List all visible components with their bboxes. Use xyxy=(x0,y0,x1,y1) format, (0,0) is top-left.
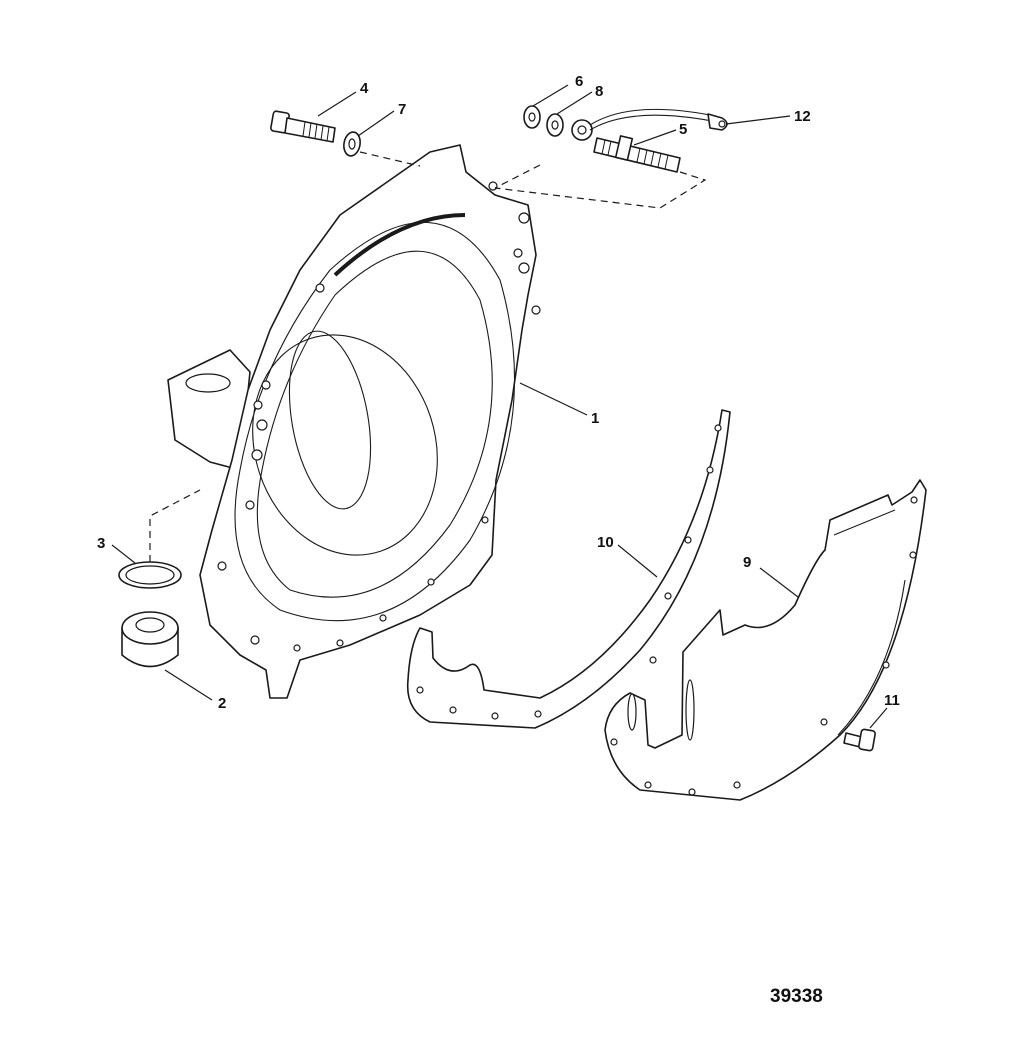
callout-1: 1 xyxy=(591,410,599,427)
washer xyxy=(343,131,361,157)
leader-lines xyxy=(111,84,888,729)
callout-11: 11 xyxy=(884,692,900,709)
screw xyxy=(843,728,876,752)
callout-12: 12 xyxy=(794,108,811,125)
ground-strap xyxy=(571,108,728,141)
inspection-cover xyxy=(604,479,927,801)
callout-2: 2 xyxy=(218,695,226,712)
callout-5: 5 xyxy=(679,121,687,138)
callout-9: 9 xyxy=(743,554,751,571)
callout-6: 6 xyxy=(575,73,583,90)
callout-8: 8 xyxy=(595,83,603,100)
o-ring xyxy=(118,561,182,589)
lock-washer xyxy=(546,113,564,137)
callout-3: 3 xyxy=(97,535,105,552)
flywheel-housing xyxy=(167,144,541,699)
bushing xyxy=(121,611,179,668)
nut xyxy=(523,105,541,129)
callout-labels: 1 2 3 4 5 6 7 8 9 10 11 12 xyxy=(97,73,900,712)
inspection-cover-gasket xyxy=(406,409,731,729)
callout-7: 7 xyxy=(398,101,406,118)
figure-number: 39338 xyxy=(770,986,823,1007)
callout-4: 4 xyxy=(360,80,369,97)
stud xyxy=(593,135,681,173)
bolt xyxy=(270,110,336,143)
callout-10: 10 xyxy=(597,534,614,551)
assembly-lines xyxy=(149,151,707,562)
